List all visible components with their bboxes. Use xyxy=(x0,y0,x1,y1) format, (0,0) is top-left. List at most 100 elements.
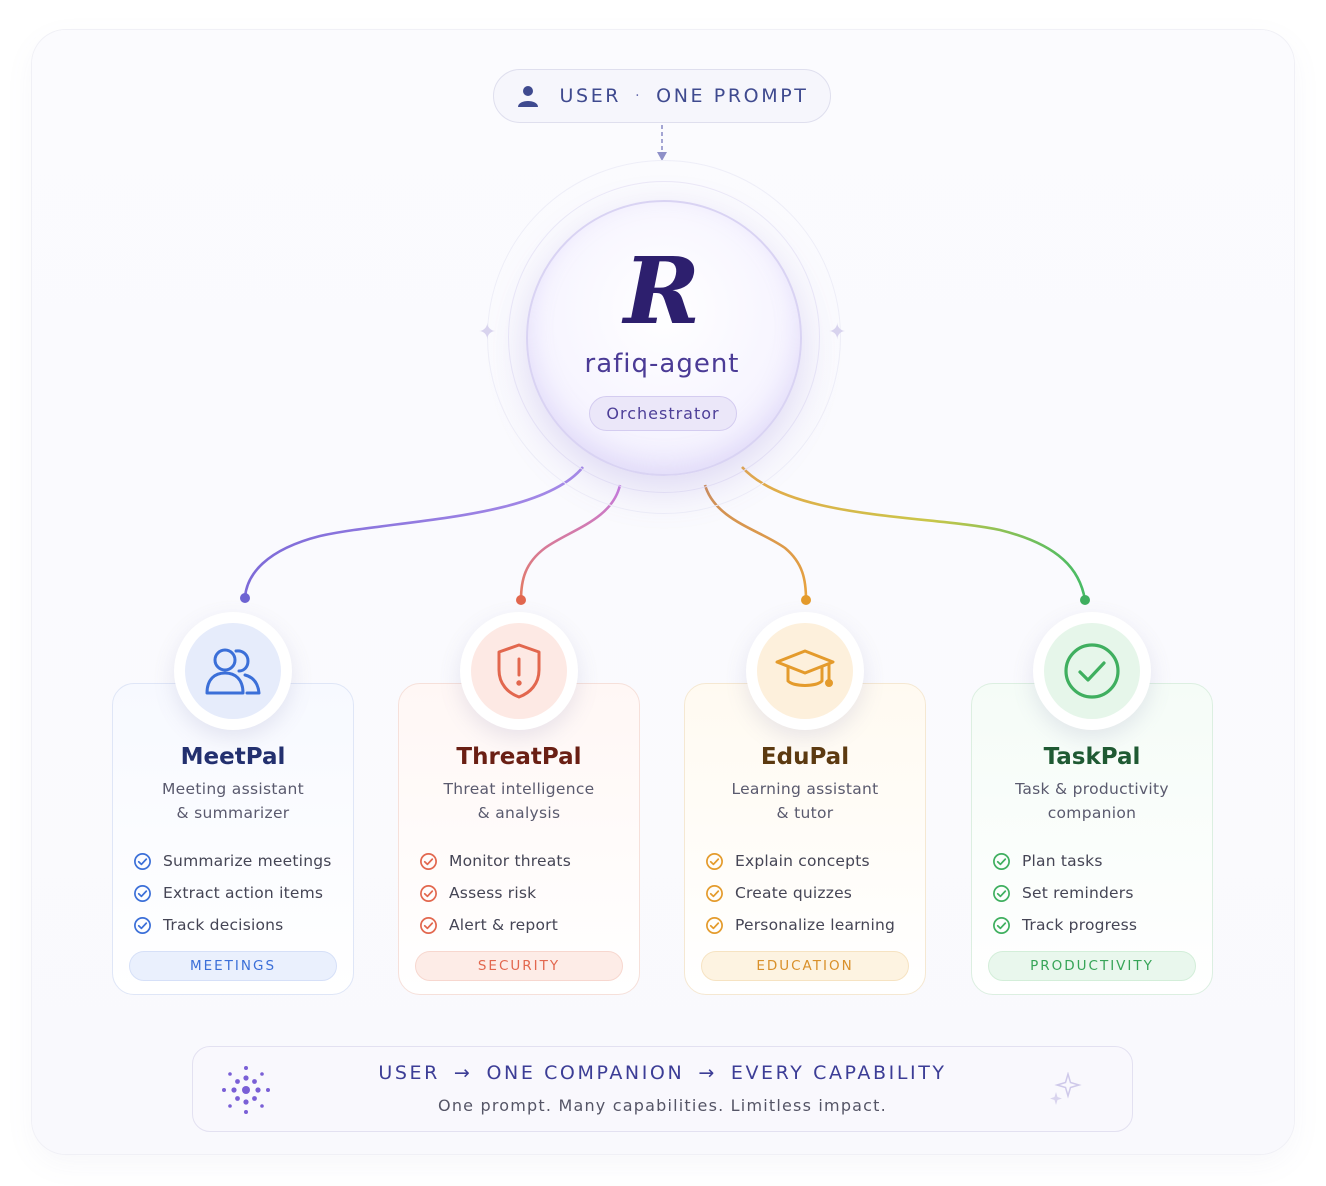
user-label: USER xyxy=(559,85,622,107)
burst-icon xyxy=(222,1066,270,1114)
link-threatpal xyxy=(519,484,622,601)
banner-part-user: USER xyxy=(378,1062,440,1084)
banner-part-companion: ONE COMPANION xyxy=(486,1062,685,1084)
taskpal-name: TaskPal xyxy=(1043,744,1141,770)
taskpal-desc-line2: companion xyxy=(1047,804,1137,822)
check-icon xyxy=(993,916,1010,934)
link-taskpal xyxy=(741,466,1087,601)
check-icon xyxy=(134,916,151,934)
check-icon xyxy=(993,852,1010,870)
edupal-icon-ring xyxy=(746,612,864,730)
arrow-right-icon: → xyxy=(453,1062,473,1084)
capability-item: Alert & report xyxy=(419,909,649,941)
agent-card-edupal[interactable] xyxy=(684,683,926,995)
threatpal-capabilities: Monitor threats Assess risk Alert & repo… xyxy=(419,845,649,941)
check-icon xyxy=(420,852,437,870)
agent-card-threatpal[interactable] xyxy=(398,683,640,995)
taskpal-description: Task & productivity companion xyxy=(971,777,1213,825)
prompt-label: ONE PROMPT xyxy=(656,85,809,107)
check-icon xyxy=(706,852,723,870)
threatpal-description: Threat intelligence & analysis xyxy=(398,777,640,825)
capability-item: Plan tasks xyxy=(992,845,1222,877)
threatpal-desc-line2: & analysis xyxy=(477,804,561,822)
capability-item: Create quizzes xyxy=(705,877,935,909)
meetpal-desc-line1: Meeting assistant xyxy=(161,780,305,798)
link-dot-threatpal xyxy=(516,595,526,605)
meetpal-capabilities: Summarize meetings Extract action items … xyxy=(133,845,363,941)
edupal-tag: EDUCATION xyxy=(701,951,909,981)
orchestrator-halo-inner xyxy=(508,181,820,493)
arrow-right-icon: → xyxy=(698,1062,717,1084)
capability-item: Summarize meetings xyxy=(133,845,363,877)
capability-label: Create quizzes xyxy=(735,884,853,902)
capability-item: Track decisions xyxy=(133,909,363,941)
orchestrator-name: rafiq-agent xyxy=(584,349,740,379)
user-icon xyxy=(516,84,540,108)
check-icon xyxy=(420,916,437,934)
users-icon xyxy=(185,623,281,719)
capability-label: Plan tasks xyxy=(1022,852,1103,870)
taskpal-capabilities: Plan tasks Set reminders Track progress xyxy=(992,845,1222,941)
graduation-cap-icon xyxy=(757,623,853,719)
capability-label: Summarize meetings xyxy=(163,852,332,870)
meetpal-name: MeetPal xyxy=(180,744,286,770)
edupal-desc-line2: & tutor xyxy=(776,804,834,822)
capability-item: Monitor threats xyxy=(419,845,649,877)
capability-label: Extract action items xyxy=(163,884,324,902)
sparkles-icon xyxy=(1050,1072,1082,1105)
sparkle-right-icon: ✦ xyxy=(828,320,847,345)
edupal-desc-line1: Learning assistant xyxy=(731,780,879,798)
capability-label: Track decisions xyxy=(163,916,284,934)
threatpal-desc-line1: Threat intelligence xyxy=(443,780,595,798)
summary-banner xyxy=(192,1046,1133,1132)
check-icon xyxy=(420,884,437,902)
capability-label: Assess risk xyxy=(449,884,537,902)
agent-card-taskpal[interactable] xyxy=(971,683,1213,995)
capability-item: Explain concepts xyxy=(705,845,935,877)
user-arrow-head xyxy=(657,152,667,161)
capability-label: Alert & report xyxy=(449,916,558,934)
pill-separator: · xyxy=(635,88,643,104)
capability-label: Set reminders xyxy=(1022,884,1134,902)
link-dot-meetpal xyxy=(240,593,250,603)
capability-item: Personalize learning xyxy=(705,909,935,941)
link-edupal xyxy=(703,484,808,601)
banner-subtitle: One prompt. Many capabilities. Limitless… xyxy=(438,1096,887,1115)
check-circle-icon xyxy=(1044,623,1140,719)
link-dot-taskpal xyxy=(1080,595,1090,605)
capability-label: Explain concepts xyxy=(735,852,870,870)
meetpal-icon-ring xyxy=(174,612,292,730)
check-icon xyxy=(706,916,723,934)
check-icon xyxy=(134,852,151,870)
orchestrator-halo xyxy=(487,160,841,514)
capability-item: Extract action items xyxy=(133,877,363,909)
check-icon xyxy=(706,884,723,902)
edupal-capabilities: Explain concepts Create quizzes Personal… xyxy=(705,845,935,941)
sparkle-left-icon: ✦ xyxy=(478,320,497,345)
agent-card-meetpal[interactable] xyxy=(112,683,354,995)
check-icon xyxy=(134,884,151,902)
edupal-name: EduPal xyxy=(760,744,850,770)
capability-label: Personalize learning xyxy=(735,916,896,934)
check-icon xyxy=(993,884,1010,902)
edupal-description: Learning assistant & tutor xyxy=(684,777,926,825)
capability-label: Monitor threats xyxy=(449,852,571,870)
rafiq-logo: R xyxy=(623,237,701,345)
link-dot-edupal xyxy=(801,595,811,605)
meetpal-desc-line2: & summarizer xyxy=(176,804,290,822)
threatpal-name: ThreatPal xyxy=(456,744,582,770)
capability-item: Set reminders xyxy=(992,877,1222,909)
meetpal-tag: MEETINGS xyxy=(129,951,337,981)
capability-item: Track progress xyxy=(992,909,1222,941)
capability-item: Assess risk xyxy=(419,877,649,909)
link-meetpal xyxy=(243,466,585,598)
shield-alert-icon xyxy=(471,623,567,719)
taskpal-desc-line1: Task & productivity xyxy=(1015,780,1169,798)
threatpal-tag: SECURITY xyxy=(415,951,623,981)
banner-part-capability: EVERY CAPABILITY xyxy=(730,1062,947,1084)
orchestrator-role-badge: Orchestrator xyxy=(589,396,737,431)
taskpal-tag: PRODUCTIVITY xyxy=(988,951,1196,981)
threatpal-icon-ring xyxy=(460,612,578,730)
capability-label: Track progress xyxy=(1022,916,1138,934)
